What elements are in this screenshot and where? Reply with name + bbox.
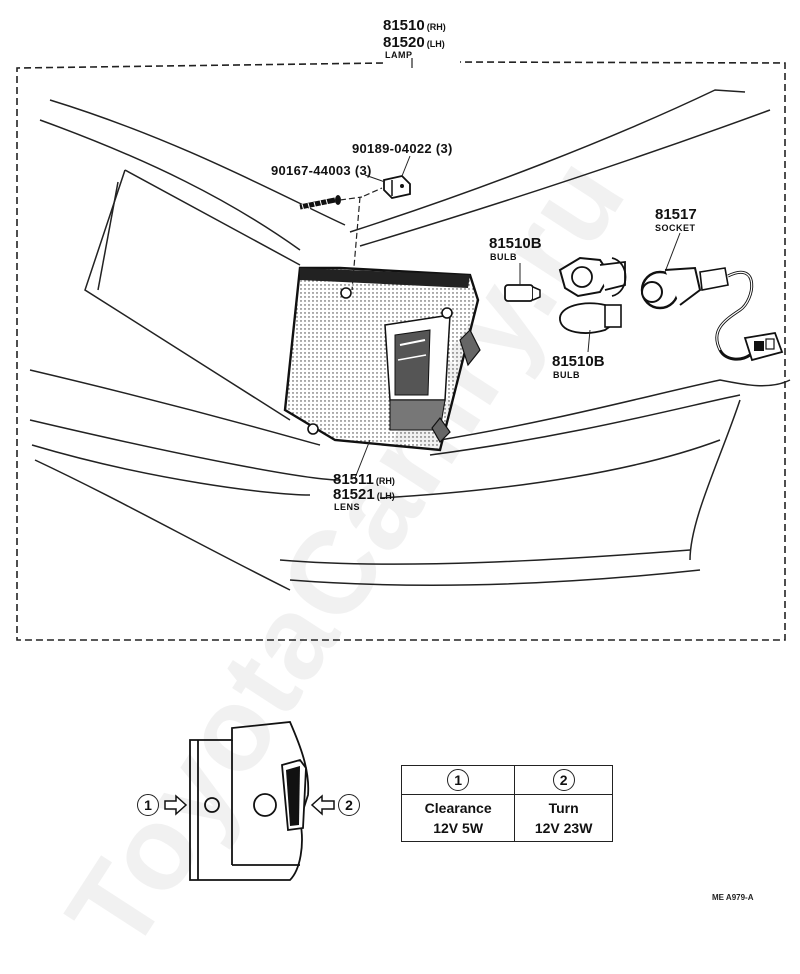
bulb-upper-part-number: 81510B — [489, 235, 542, 252]
spec-table-header-row: 1 2 — [400, 765, 613, 795]
screw — [299, 195, 341, 212]
spec-col-1-cell: Clearance 12V 5W — [400, 794, 516, 842]
socket-part-number: 81517 — [655, 206, 697, 223]
clip — [383, 175, 411, 199]
reference-code: ME A979-A — [712, 893, 754, 902]
arrow-right-icon — [164, 794, 188, 816]
spec-clearance-rating: 12V 5W — [433, 820, 484, 836]
assembly-boundary — [16, 61, 786, 641]
bulb-spec-table: 1 2 Clearance 12V 5W Turn 12V 23W — [400, 765, 613, 842]
spec-table-body-row: Clearance 12V 5W Turn 12V 23W — [400, 794, 613, 842]
arrow-left-icon — [310, 794, 335, 816]
spec-col-2-cell: Turn 12V 23W — [514, 794, 613, 842]
lamp-part-number-lh: 81520(LH) — [383, 34, 445, 51]
screw-part-number: 90167-44003 (3) — [271, 163, 372, 178]
lamp-caption: LAMP — [385, 50, 413, 60]
bulb-lower-caption: BULB — [553, 370, 580, 380]
bulb-upper — [504, 263, 541, 302]
detail-view — [189, 721, 310, 881]
spec-col-1-header: 1 — [400, 765, 516, 795]
spec-clearance-name: Clearance — [424, 800, 492, 816]
bulb-lower-part-number: 81510B — [552, 353, 605, 370]
lens-part-number-lh: 81521(LH) — [333, 486, 395, 503]
lens-part-number-rh: 81511(RH) — [333, 471, 395, 488]
spec-turn-name: Turn — [548, 800, 579, 816]
clip-part-number: 90189-04022 (3) — [352, 141, 453, 156]
spec-col-2-header: 2 — [514, 765, 613, 795]
socket-caption: SOCKET — [655, 223, 696, 233]
spec-turn-rating: 12V 23W — [534, 820, 593, 836]
bulb-upper-caption: BULB — [490, 252, 517, 262]
car-body — [29, 89, 791, 591]
lens-caption: LENS — [334, 502, 361, 512]
callout-1: 1 — [137, 794, 159, 816]
lamp-part-number-rh: 81510(RH) — [383, 17, 446, 34]
socket-assembly — [558, 232, 784, 362]
bulb-lower — [559, 302, 622, 353]
lamp-assembly — [283, 266, 481, 452]
callout-2: 2 — [338, 794, 360, 816]
